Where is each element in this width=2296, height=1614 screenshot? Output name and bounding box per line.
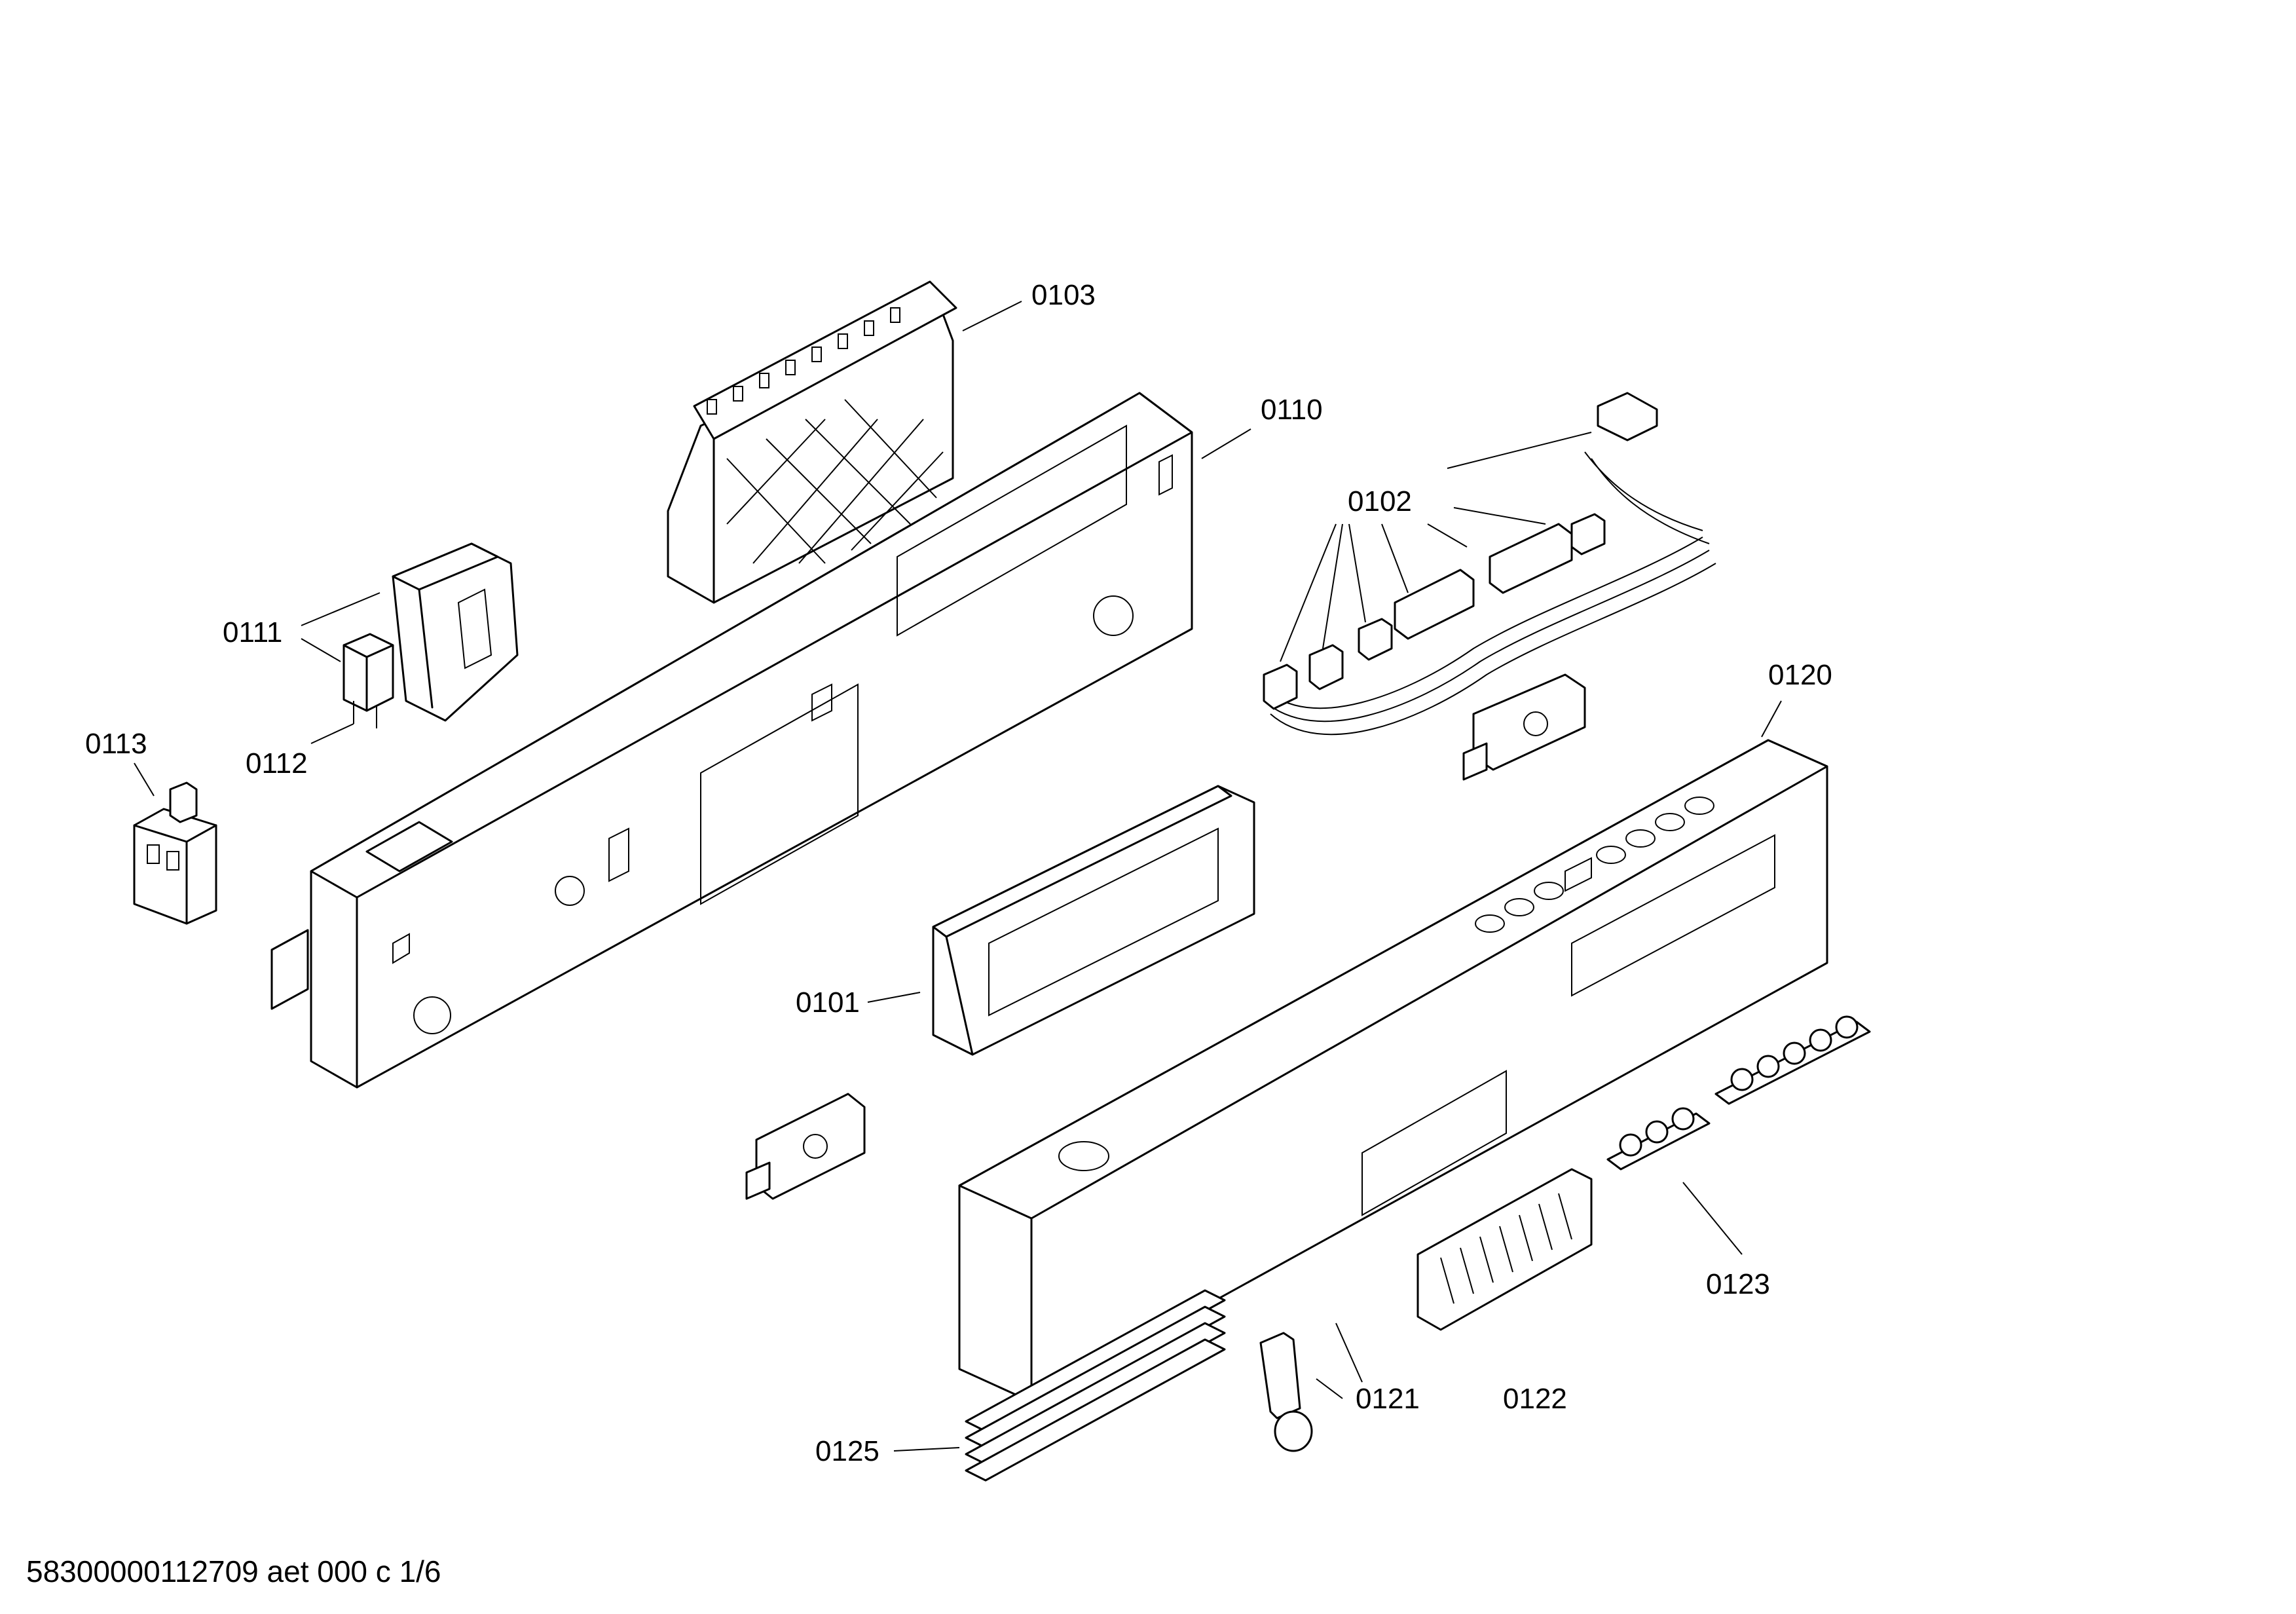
button-strip-large [1714, 1015, 1871, 1105]
document-code: 58300000112709 aet 000 c 1/6 [26, 1554, 441, 1588]
label-0111: 0111 [223, 616, 282, 648]
rotary-knob [1259, 1332, 1313, 1452]
display-module [932, 785, 1255, 1056]
electronic-module [667, 280, 957, 604]
label-0102: 0102 [1348, 485, 1412, 517]
label-0101: 0101 [796, 986, 860, 1019]
mounting-bracket-upper [1462, 673, 1586, 781]
fascia-panel [958, 739, 1828, 1403]
label-0125: 0125 [815, 1435, 880, 1467]
label-0120: 0120 [1768, 659, 1832, 691]
label-0113: 0113 [85, 728, 147, 760]
insulation-strips [965, 1289, 1226, 1482]
label-0123: 0123 [1706, 1268, 1770, 1300]
main-switch [392, 542, 519, 722]
label-0121: 0121 [1356, 1383, 1420, 1415]
suppressor-component [343, 633, 394, 728]
label-0112: 0112 [246, 747, 308, 779]
door-handle-grip [1416, 1168, 1593, 1331]
label-0103: 0103 [1031, 279, 1096, 311]
leader-lines [134, 301, 1782, 1452]
mounting-bracket-lower [745, 1093, 866, 1200]
terminal-block [133, 781, 217, 925]
label-0110: 0110 [1261, 394, 1323, 426]
cable-harness [1263, 392, 1716, 736]
label-0122: 0122 [1503, 1383, 1567, 1415]
control-housing-frame [270, 392, 1193, 1089]
button-strip-small [1606, 1107, 1711, 1171]
